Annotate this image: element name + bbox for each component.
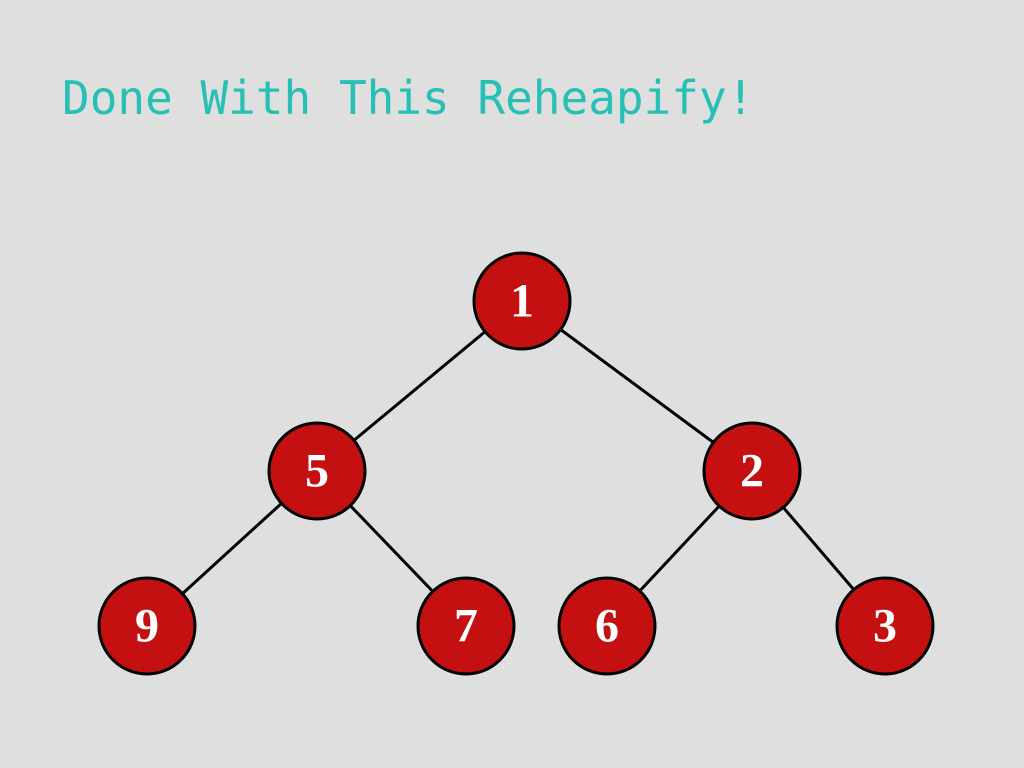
node-value: 1 (510, 275, 534, 328)
node-value: 2 (740, 445, 764, 498)
tree-node-level2-third: 6 (557, 576, 657, 676)
slide-title: Done With This Reheapify! (62, 71, 755, 125)
tree-node-level1-right: 2 (702, 421, 802, 521)
tree-node-level2-second: 7 (416, 576, 516, 676)
node-circle (557, 576, 657, 676)
node-value: 9 (135, 600, 159, 653)
node-value: 6 (595, 600, 619, 653)
node-circle (267, 421, 367, 521)
node-circle (835, 576, 935, 676)
tree-node-level2-fourth: 3 (835, 576, 935, 676)
node-value: 7 (454, 600, 478, 653)
node-circle (416, 576, 516, 676)
node-circle (702, 421, 802, 521)
node-value: 5 (305, 445, 329, 498)
tree-node-level2-first: 9 (97, 576, 197, 676)
tree-node-root: 1 (472, 251, 572, 351)
node-value: 3 (873, 600, 897, 653)
tree-node-level1-left: 5 (267, 421, 367, 521)
node-circle (472, 251, 572, 351)
node-circle (97, 576, 197, 676)
